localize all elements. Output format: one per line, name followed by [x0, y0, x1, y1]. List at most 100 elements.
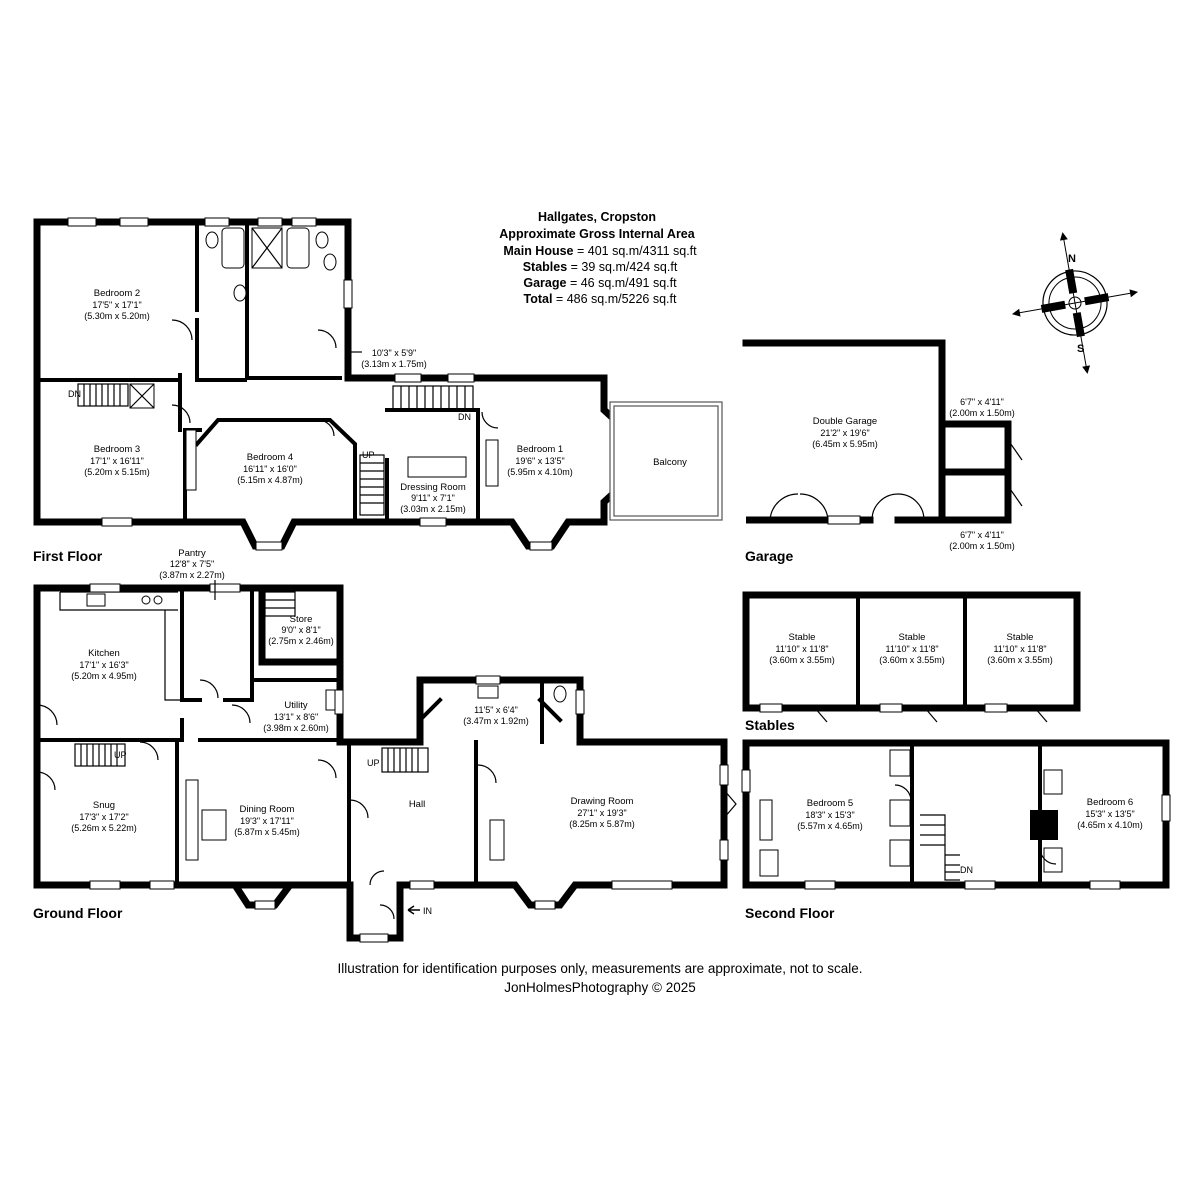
door-swing [171, 319, 193, 341]
garage-store-top-imperial: 6'7" x 4'11" [960, 397, 1004, 407]
ground-floor-label: Ground Floor [33, 905, 123, 921]
window [101, 517, 133, 527]
wardrobe-icon [407, 456, 467, 478]
door-swing [317, 419, 335, 437]
kitchen-metric: (5.20m x 4.95m) [71, 671, 137, 681]
area-summary: Hallgates, Cropston Approximate Gross In… [499, 210, 697, 306]
fireplace-icon [489, 819, 505, 861]
window [1089, 880, 1121, 890]
garage-store-bottom-metric: (2.00m x 1.50m) [949, 541, 1015, 551]
cupboard-icon [759, 849, 779, 877]
snug-metric: (5.26m x 5.22m) [71, 823, 137, 833]
bedroom-2-metric: (5.30m x 5.20m) [84, 311, 150, 321]
door-swing [36, 771, 56, 791]
compass-south-label: S [1077, 343, 1084, 355]
door-swing [481, 411, 499, 429]
window [149, 880, 175, 890]
stables-plan: Stable 11'10" x 11'8" (3.60m x 3.55m) St… [742, 591, 1081, 733]
window [291, 217, 317, 227]
window [209, 583, 241, 593]
bedroom-2-name: Bedroom 2 [94, 288, 140, 299]
bedroom-4-metric: (5.15m x 4.87m) [237, 475, 303, 485]
window [254, 900, 276, 910]
window [719, 839, 729, 861]
kitchen-name: Kitchen [88, 648, 120, 659]
stairs-icon [359, 454, 385, 516]
stable-3-name: Stable [1007, 632, 1034, 643]
bedroom-5-name: Bedroom 5 [807, 798, 853, 809]
double-garage-imperial: 21'2" x 19'6" [820, 428, 869, 438]
door-swing [199, 679, 219, 699]
stairs-icon [264, 591, 296, 617]
bath-icon [286, 227, 310, 269]
utility-metric: (3.98m x 2.60m) [263, 723, 329, 733]
stable-2-metric: (3.60m x 3.55m) [879, 655, 945, 665]
window [534, 900, 556, 910]
window [984, 703, 1008, 713]
kitchen-worktop [59, 591, 180, 701]
door-swing [477, 764, 497, 784]
landing-imperial: 10'3" x 5'9" [372, 348, 416, 358]
window [343, 279, 353, 309]
bedroom-1-metric: (5.95m x 4.10m) [507, 467, 573, 477]
hall-name: Hall [409, 799, 425, 810]
dining-room-imperial: 19'3" x 17'11" [240, 816, 294, 826]
stairs-up-label: UP [114, 750, 127, 760]
stable-1-imperial: 11'10" x 11'8" [775, 644, 828, 654]
stable-1-name: Stable [789, 632, 816, 643]
window [409, 880, 435, 890]
store-metric: (2.75m x 2.46m) [268, 636, 334, 646]
first-floor-label: First Floor [33, 548, 103, 564]
wc-metric: (3.47m x 1.92m) [463, 716, 529, 726]
fireplace-icon [201, 809, 227, 841]
bedroom-3-metric: (5.20m x 5.15m) [84, 467, 150, 477]
window [879, 703, 903, 713]
basin-icon [323, 253, 337, 271]
area-subtitle: Approximate Gross Internal Area [499, 227, 695, 241]
property-title: Hallgates, Cropston [538, 210, 656, 224]
basin-icon [233, 284, 247, 302]
bedroom-2-imperial: 17'5" x 17'1" [92, 300, 141, 310]
double-garage-metric: (6.45m x 5.95m) [812, 439, 878, 449]
cupboard-icon [1043, 769, 1063, 795]
stables-label: Stables [745, 717, 795, 733]
drawing-room-imperial: 27'1" x 19'3" [577, 808, 626, 818]
door-swing [317, 759, 337, 779]
stairs-down-label: DN [68, 389, 81, 399]
door-swing [379, 904, 395, 920]
window [741, 769, 751, 793]
ground-floor-plan: Pantry 12'8" x 7'5" (3.87m x 2.27m) Stor… [33, 548, 737, 943]
dressing-room-imperial: 9'11" x 7'1" [411, 493, 455, 503]
stairs-down-label: DN [960, 865, 973, 875]
utility-imperial: 13'1" x 8'6" [274, 712, 318, 722]
bath-icon [221, 227, 245, 269]
drawing-room-name: Drawing Room [571, 796, 634, 807]
toilet-icon [205, 231, 219, 249]
garage-store-top-metric: (2.00m x 1.50m) [949, 408, 1015, 418]
door-swing [814, 707, 1048, 723]
bedroom-3-imperial: 17'1" x 16'11" [90, 456, 144, 466]
window [89, 880, 121, 890]
door-swing [369, 870, 385, 886]
dining-room-name: Dining Room [240, 804, 295, 815]
compass-north-label: N [1068, 253, 1076, 265]
area-stables: Stables = 39 sq.m/424 sq.ft [523, 260, 678, 274]
area-main-house: Main House = 401 sq.m/4311 sq.ft [503, 244, 697, 258]
cupboard-icon [889, 799, 911, 827]
garage-plan: Double Garage 21'2" x 19'6" (6.45m x 5.9… [742, 339, 1023, 564]
window [719, 764, 729, 786]
bedroom-6-name: Bedroom 6 [1087, 797, 1133, 808]
stairs-icon [920, 814, 960, 881]
window [255, 541, 283, 551]
door-swing [723, 789, 737, 819]
door-swing [36, 704, 58, 726]
pantry-metric: (3.87m x 2.27m) [159, 570, 225, 580]
bedroom-5-metric: (5.57m x 4.65m) [797, 821, 863, 831]
door-swing [1007, 439, 1023, 507]
stairs-icon [381, 747, 429, 773]
chimney-icon [1030, 810, 1058, 840]
stairs-down-label: DN [458, 412, 471, 422]
toilet-icon [315, 231, 329, 249]
compass-icon [1011, 232, 1139, 374]
window [475, 675, 501, 685]
